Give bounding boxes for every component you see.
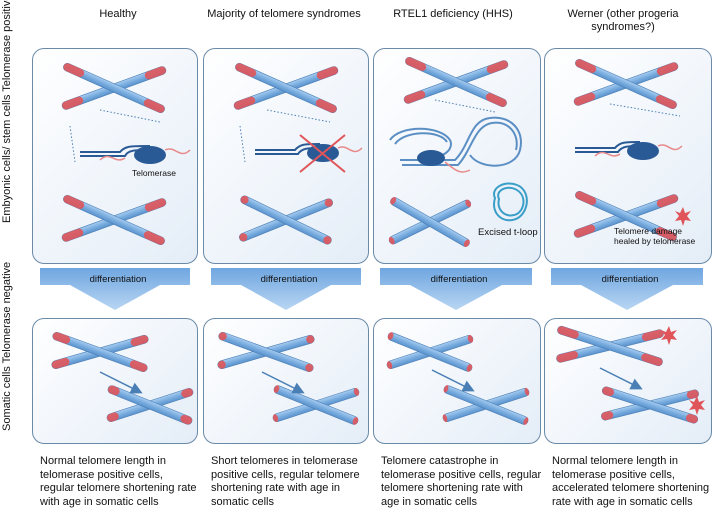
chromosome-healthy-top-arm-b	[63, 62, 165, 114]
chromosome-werner-somatic-1-arm-b	[557, 325, 663, 367]
dna-werner	[575, 141, 683, 160]
telomerase-enzyme	[134, 146, 166, 164]
differentiation-arrows	[40, 268, 703, 310]
chromosome-werner-top-arm-b	[575, 58, 677, 110]
differentiation-label-4: differentiation	[601, 274, 659, 285]
telomere-damage-label: Telomere damage healed by telomerase	[614, 226, 696, 246]
chromosome-healthy-bottom-arm-b	[63, 194, 165, 246]
chromosome-rtel1-somatic-1-arm-b	[387, 332, 473, 372]
column-title-healthy: Healthy	[99, 8, 137, 20]
chromosome-healthy-somatic-1-arm-b	[52, 331, 148, 373]
telomerase-label: Telomerase	[132, 168, 176, 178]
column-title-rtel1: RTEL1 deficiency (HHS)	[393, 8, 513, 20]
chromosome-syndromes-bottom-arm-b	[240, 195, 332, 245]
chromosome-rtel1-somatic-2-arm-b	[443, 385, 529, 425]
excised-tloop	[493, 182, 528, 222]
somatic-arrows	[99, 367, 643, 394]
differentiation-label-1: differentiation	[89, 274, 147, 285]
description-syndromes: Short telomeres in telomerase positive c…	[211, 455, 360, 508]
dna-healthy	[80, 145, 191, 164]
arrow-healthy	[40, 268, 190, 310]
dna-syndromes	[255, 134, 363, 173]
column-title-werner: Werner (other progeria syndromes?)	[567, 8, 679, 33]
excised-tloop-label: Excised t-loop	[478, 227, 538, 238]
chromosome-syndromes-somatic-2-arm-b	[273, 385, 359, 425]
chromosomes	[51, 56, 699, 425]
differentiation-label-3: differentiation	[430, 274, 488, 285]
differentiation-label-2: differentiation	[260, 274, 318, 285]
chromosome-syndromes-somatic-1-arm-b	[218, 331, 314, 373]
description-healthy: Normal telomere length in telomerase pos…	[40, 455, 197, 508]
description-rtel1: Telomere catastrophe in telomerase posit…	[381, 455, 542, 508]
chromosome-healthy-somatic-2-arm-b	[107, 385, 193, 425]
chromosome-syndromes-top-arm-b	[235, 62, 337, 114]
chromosome-rtel1-bottom-arm-b	[390, 197, 470, 247]
column-title-telomere-syndromes: Majority of telomere syndromes	[207, 8, 361, 20]
chromosome-rtel1-top-arm-b	[405, 56, 507, 108]
dotted-lines	[69, 99, 681, 163]
damage-stars	[661, 207, 705, 415]
arrow-syndromes	[211, 268, 361, 310]
dna-rtel1	[389, 116, 522, 173]
chromosome-werner-somatic-2-arm-b	[601, 386, 699, 424]
arrow-rtel1	[380, 268, 532, 310]
description-werner: Normal telomere length in telomerase pos…	[552, 455, 710, 508]
chromosome-werner-bottom-arm-b	[575, 190, 677, 242]
arrow-werner	[551, 268, 703, 310]
